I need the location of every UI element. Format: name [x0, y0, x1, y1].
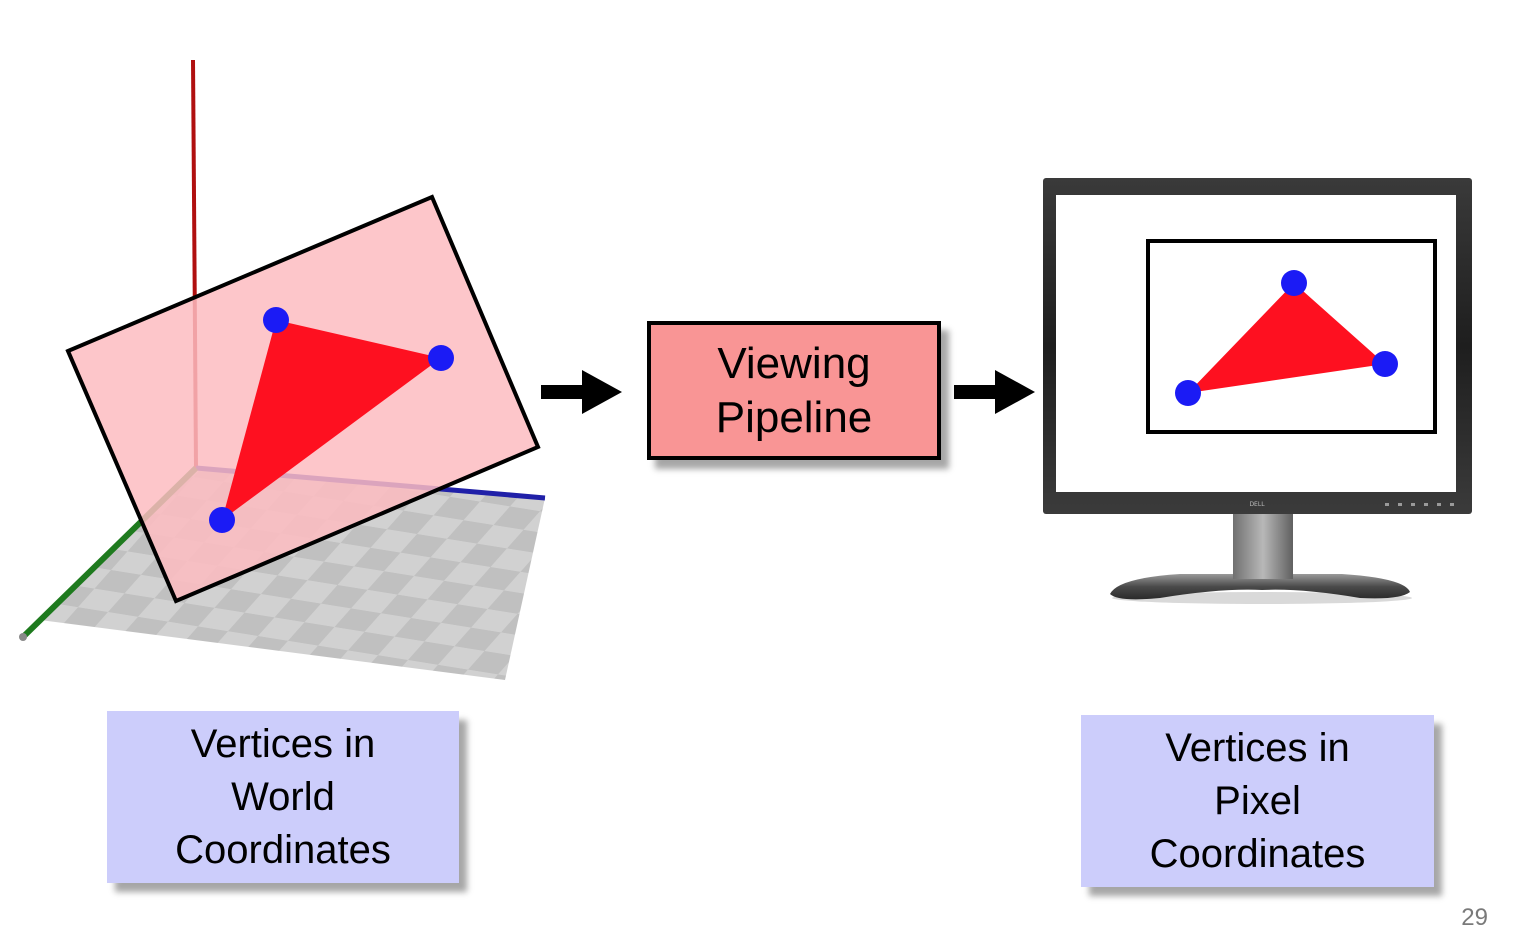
- monitor-brand: DELL: [1249, 501, 1265, 508]
- world-vertex-top: [263, 307, 289, 333]
- pipeline-line-1: Viewing: [717, 338, 871, 388]
- monitor-neck: [1233, 513, 1293, 579]
- monitor-buttons: [1385, 503, 1454, 506]
- z-axis-end: [19, 633, 27, 641]
- monitor: DELL: [1043, 178, 1472, 604]
- monitor-base: [1110, 574, 1410, 600]
- arrow-to-monitor: [954, 370, 1035, 414]
- world-label-line-1: Vertices in: [190, 721, 376, 766]
- pixel-vertex-top: [1281, 270, 1307, 296]
- viewing-pipeline-box: Viewing Pipeline: [647, 321, 941, 460]
- pixel-label-line-1: Vertices in: [1165, 725, 1350, 770]
- pixel-vertex-right: [1372, 351, 1398, 377]
- pixel-vertex-left: [1175, 380, 1201, 406]
- world-scene: [19, 59, 546, 680]
- pipeline-line-2: Pipeline: [715, 392, 873, 442]
- world-vertex-right: [428, 345, 454, 371]
- pixel-coordinates-label: Vertices in Pixel Coordinates: [1081, 715, 1434, 887]
- world-label-line-2: World: [231, 774, 335, 819]
- world-label-line-3: Coordinates: [175, 827, 391, 872]
- viewport-rectangle: [1146, 239, 1437, 434]
- pixel-label-line-2: Pixel: [1214, 778, 1301, 823]
- slide-number: 29: [1461, 904, 1488, 931]
- world-triangle: [222, 320, 441, 520]
- monitor-base-shadow: [1112, 592, 1412, 604]
- pixel-label-line-3: Coordinates: [1149, 831, 1366, 876]
- world-vertex-bottom: [209, 507, 235, 533]
- pixel-triangle: [1188, 283, 1385, 393]
- arrow-to-pipeline: [541, 370, 622, 414]
- world-coordinates-label: Vertices in World Coordinates: [107, 711, 459, 883]
